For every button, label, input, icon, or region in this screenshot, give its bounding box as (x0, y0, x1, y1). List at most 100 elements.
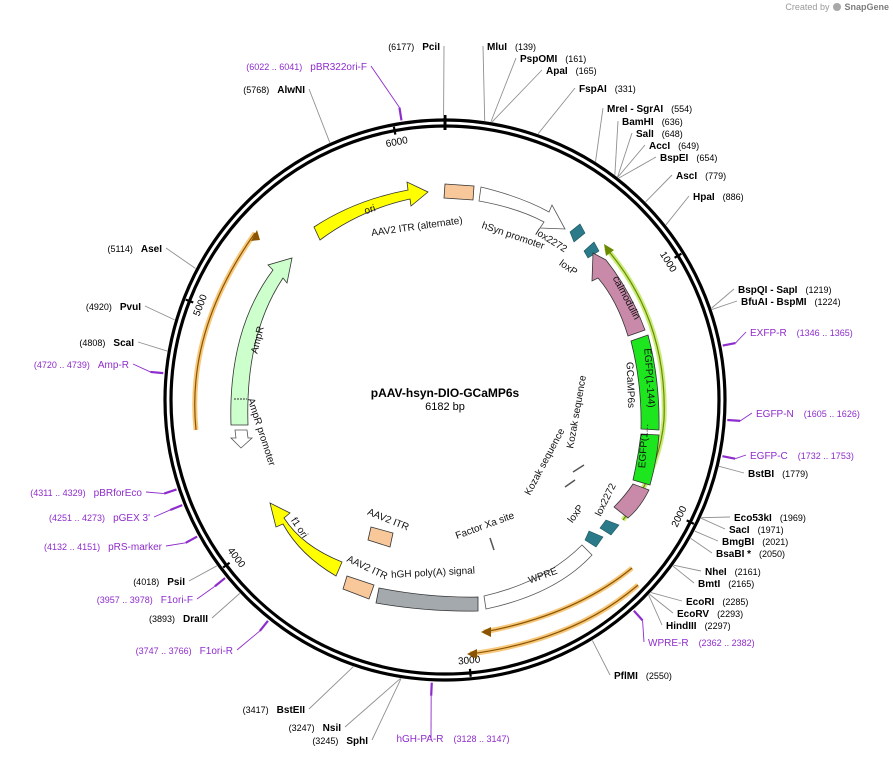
primer-mark-egfp-c (722, 455, 736, 460)
enzyme-site-pvui[interactable]: (4920)PvuI (86, 302, 141, 313)
enzyme-site-bamhi[interactable]: BamHI(636) (622, 117, 683, 128)
feature-loxp-top[interactable] (583, 241, 600, 259)
enzyme-site-nhei[interactable]: NheI(2161) (705, 567, 761, 578)
enzyme-site-scai[interactable]: (4808)ScaI (79, 338, 134, 349)
feature-label-lox2272: lox2272 (594, 482, 619, 519)
enzyme-position: (2050) (759, 549, 785, 559)
enzyme-site-asei[interactable]: (5114)AseI (108, 244, 163, 255)
enzyme-site-sphi[interactable]: (3245)SphI (312, 736, 368, 747)
enzyme-position: (4018) (133, 577, 159, 587)
primer-amp-r[interactable]: (4720 .. 4739)Amp-R (34, 360, 129, 371)
enzyme-name: SphI (346, 736, 368, 747)
enzyme-name: BstEII (277, 705, 306, 716)
enzyme-site-alwni[interactable]: (5768) AlwNI (243, 85, 305, 96)
enzyme-site-hpai[interactable]: HpaI(886) (693, 192, 744, 203)
primer-egfp-n[interactable]: EGFP-N(1605 .. 1626) (756, 409, 860, 420)
enzyme-site-saci[interactable]: SacI(1971) (729, 525, 784, 536)
enzyme-site-pcii[interactable]: (6177)PciI (388, 42, 440, 53)
enzyme-site-mlui[interactable]: MluI(139) (487, 42, 536, 53)
tick-6000 (392, 126, 397, 135)
primer-pbr322ori-f[interactable]: (6022 .. 6041)pBR322ori-F (246, 62, 367, 73)
enzyme-site-bmgbi[interactable]: BmgBI(2021) (722, 537, 788, 548)
enzyme-site-bspqi-sapi[interactable]: BspQI - SapI(1219) (738, 285, 831, 296)
feature-lox2272-top[interactable] (569, 223, 586, 243)
enzyme-name: Eco53kI (734, 513, 772, 524)
primer-hgh-pa-r[interactable]: hGH-PA-R(3128 .. 3147) (396, 734, 509, 745)
primer-prs-marker[interactable]: (4132 .. 4151)pRS-marker (44, 542, 163, 553)
enzyme-site-eco53ki[interactable]: Eco53kI(1969) (734, 513, 806, 524)
feature-ampr[interactable] (230, 257, 293, 426)
feature-label-hgh-poly-a-signal: hGH poly(A) signal (391, 565, 475, 580)
enzyme-position: (331) (615, 84, 636, 94)
primer-f1ori-r[interactable]: (3747 .. 3766)F1ori-R (136, 646, 233, 657)
feature-kozak-sequence-2[interactable] (564, 479, 576, 488)
primer-range: (4311 .. 4329) (30, 488, 85, 498)
enzyme-site-bspei[interactable]: BspEI(654) (660, 153, 717, 164)
enzyme-name: NsiI (323, 723, 342, 734)
primer-pgex-3[interactable]: (4251 .. 4273)pGEX 3' (49, 513, 150, 524)
enzyme-site-bsabi[interactable]: BsaBI *(2050) (716, 549, 785, 560)
primer-name: EGFP-C (750, 451, 788, 462)
enzyme-site-nsii[interactable]: (3247)NsiI (289, 723, 342, 734)
enzyme-name: MreI - SgrAI (607, 104, 663, 115)
feature-hgh-polya[interactable] (375, 587, 479, 612)
primer-leader-f1ori-f (196, 585, 216, 600)
feature-egfp-145[interactable] (632, 433, 660, 486)
enzyme-site-pflmi[interactable]: PflMI(2550) (614, 671, 672, 682)
feature-lox2272-bottom[interactable] (599, 519, 620, 536)
enzyme-site-ecorv[interactable]: EcoRV(2293) (677, 609, 743, 620)
feature-loxp-bottom[interactable] (584, 530, 604, 548)
enzyme-site-bstbi[interactable]: BstBI(1779) (748, 469, 808, 480)
feature-f1-ori[interactable] (269, 502, 343, 577)
primer-exfp-r[interactable]: EXFP-R(1346 .. 1365) (750, 328, 853, 339)
enzyme-name: AlwNI (277, 85, 305, 96)
enzyme-site-bmti[interactable]: BmtI(2165) (698, 579, 754, 590)
enzyme-site-apai[interactable]: ApaI(165) (546, 66, 597, 77)
enzyme-site-bsteii[interactable]: (3417)BstEII (243, 705, 306, 716)
enzyme-position: (2165) (728, 579, 754, 589)
primer-egfp-c[interactable]: EGFP-C(1732 .. 1753) (750, 451, 854, 462)
enzyme-site-psii[interactable]: (4018)PsiI (133, 577, 185, 588)
enzyme-site-draiii[interactable]: (3893)DraIII (149, 614, 208, 625)
enzyme-site-pspomi[interactable]: PspOMI(161) (520, 54, 586, 65)
feature-linker-segment[interactable] (613, 483, 650, 519)
feature-ori[interactable] (313, 181, 429, 241)
enzyme-site-ecori[interactable]: EcoRI(2285) (686, 597, 748, 608)
leader-bsabi (690, 537, 713, 554)
primer-f1ori-f[interactable]: (3957 .. 3978)F1ori-F (97, 595, 193, 606)
enzyme-position: (2293) (717, 609, 743, 619)
primer-range: (1346 .. 1365) (797, 328, 853, 338)
enzyme-site-acci[interactable]: AccI(649) (649, 141, 699, 152)
enzyme-position: (161) (565, 54, 586, 64)
gcamp6s-orf-line (605, 247, 665, 521)
feature-label-loxp: loxP (557, 258, 580, 278)
enzyme-position: (5768) (243, 85, 269, 95)
enzyme-leader-lines (137, 45, 745, 741)
enzyme-site-mrei-sgrai[interactable]: MreI - SgrAI(554) (607, 104, 692, 115)
feature-label-aav2-itr-alternate: AAV2 ITR (alternate) (371, 215, 464, 239)
feature-calmodulin[interactable] (591, 252, 646, 337)
enzyme-name: EcoRI (686, 597, 715, 608)
feature-aav2-itr-alternate[interactable] (443, 183, 475, 201)
feature-factor-xa-site[interactable] (489, 537, 495, 551)
feature-aav2-itr-lower[interactable] (342, 575, 375, 600)
primer-range: (6022 .. 6041) (246, 62, 302, 72)
enzyme-site-hindiii[interactable]: HindIII(2297) (666, 621, 731, 632)
feature-wpre[interactable] (483, 544, 593, 610)
enzyme-name: HpaI (693, 192, 715, 203)
feature-kozak-sequence-1[interactable] (572, 464, 585, 473)
enzyme-site-asci[interactable]: AscI(779) (676, 171, 726, 182)
primer-pbrforeco[interactable]: (4311 .. 4329)pBRforEco (30, 488, 142, 499)
enzyme-site-fspai[interactable]: FspAI(331) (579, 84, 636, 95)
leader-pvui (144, 305, 175, 321)
enzyme-site-bfuai-bspmi[interactable]: BfuAI - BspMI(1224) (741, 297, 841, 308)
feature-hsyn-promoter[interactable] (478, 186, 566, 230)
feature-aav2-itr-inner[interactable] (367, 526, 394, 548)
feature-egfp-1-144[interactable] (630, 334, 660, 431)
tick-2000 (686, 519, 695, 525)
primer-wpre-r[interactable]: WPRE-R(2362 .. 2382) (648, 638, 755, 649)
primer-mark-egfp-n (727, 418, 741, 422)
enzyme-position: (779) (705, 171, 726, 181)
enzyme-site-sali[interactable]: SalI(648) (636, 129, 683, 140)
feature-ampr-promoter[interactable] (230, 429, 254, 449)
